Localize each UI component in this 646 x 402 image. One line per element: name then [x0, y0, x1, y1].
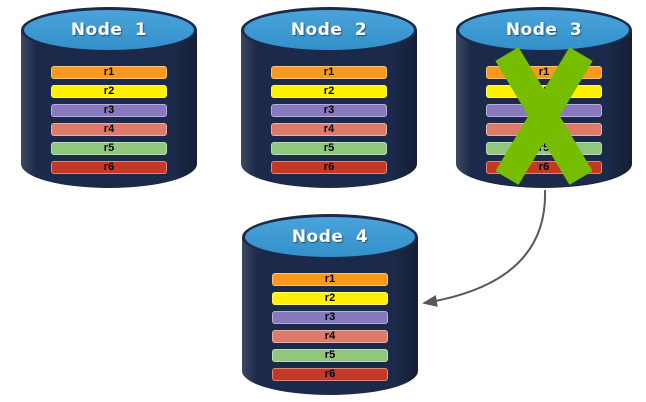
replica-label: r1	[103, 66, 115, 78]
replica-label: r2	[103, 85, 115, 97]
replica-label: r1	[323, 66, 335, 78]
replica-bar-r2: r2	[272, 292, 388, 305]
replica-label: r2	[324, 292, 336, 304]
replica-bar-r6: r6	[271, 161, 387, 174]
replica-label: r6	[323, 161, 335, 173]
failover-arrow	[422, 189, 547, 307]
arrow-curve	[422, 189, 547, 307]
replica-bar-r5: r5	[271, 142, 387, 155]
node-title: Node 2	[290, 20, 368, 40]
cylinder-top: Node 4	[242, 214, 418, 260]
replica-label: r5	[103, 142, 115, 154]
node-title: Node 4	[291, 227, 369, 247]
replica-bar-r6: r6	[51, 161, 167, 174]
replica-bar-r2: r2	[51, 85, 167, 98]
node-title: Node 1	[70, 20, 148, 40]
replica-bar-r1: r1	[272, 273, 388, 286]
cylinder-top: Node 2	[241, 7, 417, 53]
cylinder-top: Node 3	[456, 7, 632, 53]
failure-x-icon	[495, 47, 593, 185]
node-title: Node 3	[505, 20, 583, 40]
replica-bar-r2: r2	[271, 85, 387, 98]
db-node-3: Node 3 r1 r2 r3 r4 r5 r6	[456, 7, 632, 188]
replica-label: r2	[323, 85, 335, 97]
x-stroke	[495, 47, 593, 185]
replica-label: r6	[103, 161, 115, 173]
replica-label: r4	[324, 330, 336, 342]
replica-bar-r3: r3	[272, 311, 388, 324]
replica-label: r5	[323, 142, 335, 154]
cylinder-body	[241, 30, 417, 188]
replica-bar-r4: r4	[51, 123, 167, 136]
replica-bar-r4: r4	[272, 330, 388, 343]
replica-label: r5	[538, 142, 550, 154]
replica-bar-r1: r1	[51, 66, 167, 79]
replica-list: r1 r2 r3 r4 r5 r6	[271, 66, 387, 180]
replica-list: r1 r2 r3 r4 r5 r6	[51, 66, 167, 180]
replica-bar-r3: r3	[51, 104, 167, 117]
replica-bar-r5: r5	[272, 349, 388, 362]
replica-bar-r4: r4	[271, 123, 387, 136]
replica-label: r1	[538, 66, 550, 78]
replica-label: r4	[103, 123, 115, 135]
db-node-1: Node 1 r1 r2 r3 r4 r5 r6	[21, 7, 197, 188]
replica-label: r3	[324, 311, 336, 323]
replica-label: r6	[538, 161, 550, 173]
cylinder-top: Node 1	[21, 7, 197, 53]
replica-label: r6	[324, 368, 336, 380]
replica-bar-r3: r3	[271, 104, 387, 117]
replica-label: r1	[324, 273, 336, 285]
db-node-2: Node 2 r1 r2 r3 r4 r5 r6	[241, 7, 417, 188]
replica-label: r5	[324, 349, 336, 361]
db-node-4: Node 4 r1 r2 r3 r4 r5 r6	[242, 214, 418, 395]
replica-bar-r6: r6	[272, 368, 388, 381]
replica-label: r4	[323, 123, 335, 135]
replica-list: r1 r2 r3 r4 r5 r6	[272, 273, 388, 387]
replica-bar-r5: r5	[51, 142, 167, 155]
replica-label: r3	[103, 104, 115, 116]
replica-label: r3	[323, 104, 335, 116]
replica-bar-r1: r1	[271, 66, 387, 79]
